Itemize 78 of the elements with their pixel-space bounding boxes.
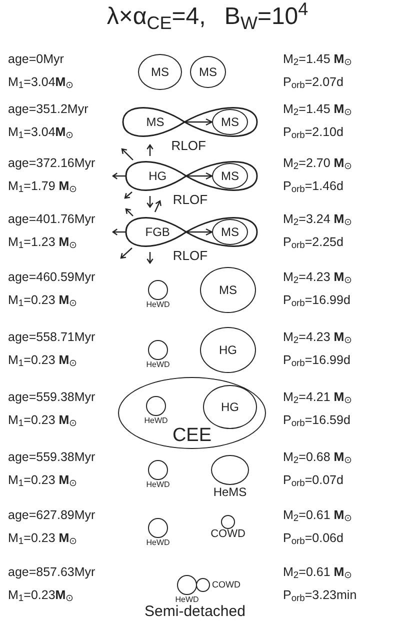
parameter-label: age=558.71Myr <box>8 330 96 346</box>
parameter-label: M$_{1}$=3.04M$_{⊙}$ <box>8 125 74 141</box>
star-type-label: RLOF <box>172 193 208 206</box>
parameter-label: age=559.38Myr <box>8 450 96 466</box>
state-label: Semi-detached <box>144 603 246 622</box>
parameter-label: P$_{orb}$=1.46d <box>283 179 344 195</box>
star-label: MS <box>221 170 239 182</box>
star-label: MS <box>199 66 217 78</box>
star-type-label: HeWD <box>146 361 170 369</box>
star-type-label: COWD <box>210 529 246 540</box>
star-label: HG <box>221 401 239 413</box>
title: λ×α$_{CE}$=4, B$_{W}$=10$^{4}$ <box>106 2 308 32</box>
parameter-label: age=559.38Myr <box>8 390 96 406</box>
parameter-label: P$_{orb}$=16.99d <box>283 353 350 369</box>
parameter-label: M$_{2}$=0.68 M$_{⊙}$ <box>283 450 352 466</box>
parameter-label: P$_{orb}$=16.59d <box>283 413 350 429</box>
star-type-label: HeWD <box>146 539 170 547</box>
parameter-label: age=857.63Myr <box>8 565 96 581</box>
star-type-label: HeWD <box>175 596 199 604</box>
star-circle <box>200 267 256 313</box>
star-label: FGB <box>145 226 170 238</box>
parameter-label: M$_{2}$=0.61 M$_{⊙}$ <box>283 508 352 524</box>
parameter-label: M$_{1}$=0.23 M$_{⊙}$ <box>8 473 78 489</box>
star-circle <box>190 56 226 88</box>
common-envelope <box>118 377 266 449</box>
star-label: MS <box>219 284 237 296</box>
mass-transfer-arrow <box>186 228 213 236</box>
star-label: HG <box>219 344 237 356</box>
star-type-label: RLOF <box>171 139 206 152</box>
parameter-label: age=460.59Myr <box>8 270 96 286</box>
parameter-label: M$_{1}$=0.23 M$_{⊙}$ <box>8 413 78 429</box>
star-label: HG <box>148 170 167 182</box>
star-type-label: RLOF <box>172 249 208 262</box>
parameter-label: P$_{orb}$=2.10d <box>283 125 344 141</box>
parameter-label: M$_{1}$=1.79 M$_{⊙}$ <box>8 179 78 195</box>
star-label: MS <box>221 226 239 238</box>
parameter-label: M$_{1}$=0.23 M$_{⊙}$ <box>8 353 78 369</box>
star-circle <box>212 219 248 245</box>
parameter-label: M$_{2}$=3.24 M$_{⊙}$ <box>283 212 352 228</box>
parameter-label: age=0Myr <box>8 52 64 68</box>
parameter-label: P$_{orb}$=16.99d <box>283 293 350 309</box>
star-circle <box>212 109 248 135</box>
star-type-label: COWD <box>212 580 240 590</box>
star-circle <box>200 327 256 373</box>
star-type-label: HeWD <box>146 481 170 489</box>
parameter-label: age=351.2Myr <box>8 102 88 118</box>
star-label: MS <box>221 116 239 128</box>
star-label: MS <box>151 66 169 78</box>
parameter-label: M$_{1}$=0.23 M$_{⊙}$ <box>8 293 78 309</box>
parameter-label: M$_{1}$=0.23M$_{⊙}$ <box>8 588 74 604</box>
star-type-label: HeMS <box>213 486 247 498</box>
parameter-label: M$_{2}$=4.23 M$_{⊙}$ <box>283 330 352 346</box>
star-label: MS <box>146 116 164 128</box>
parameter-label: M$_{1}$=0.23 M$_{⊙}$ <box>8 531 78 547</box>
parameter-label: age=401.76Myr <box>8 212 96 228</box>
parameter-label: P$_{orb}$=3.23min <box>283 588 357 604</box>
parameter-label: M$_{1}$=1.23 M$_{⊙}$ <box>8 235 78 251</box>
mass-transfer-arrow <box>184 118 213 126</box>
parameter-label: M$_{1}$=3.04M$_{⊙}$ <box>8 75 74 91</box>
star-circle <box>203 385 257 429</box>
parameter-label: P$_{orb}$=0.07d <box>283 473 344 489</box>
parameter-label: M$_{2}$=4.21 M$_{⊙}$ <box>283 390 352 406</box>
mass-transfer-arrow <box>186 172 213 180</box>
star-type-label: HeWD <box>146 301 170 309</box>
parameter-label: age=627.89Myr <box>8 508 96 524</box>
parameter-label: M$_{2}$=4.23 M$_{⊙}$ <box>283 270 352 286</box>
parameter-label: M$_{2}$=1.45 M$_{⊙}$ <box>283 52 352 68</box>
parameter-label: P$_{orb}$=2.07d <box>283 75 344 91</box>
star-circle <box>212 163 248 189</box>
parameter-label: M$_{2}$=1.45 M$_{⊙}$ <box>283 102 352 118</box>
parameter-label: M$_{2}$=2.70 M$_{⊙}$ <box>283 156 352 172</box>
parameter-label: P$_{orb}$=0.06d <box>283 531 344 547</box>
star-label: CEE <box>172 426 212 445</box>
parameter-label: M$_{2}$=0.61 M$_{⊙}$ <box>283 565 352 581</box>
star-circle <box>138 54 182 90</box>
parameter-label: age=372.16Myr <box>8 156 96 172</box>
star-type-label: HeWD <box>144 417 168 425</box>
parameter-label: P$_{orb}$=2.25d <box>283 235 344 251</box>
